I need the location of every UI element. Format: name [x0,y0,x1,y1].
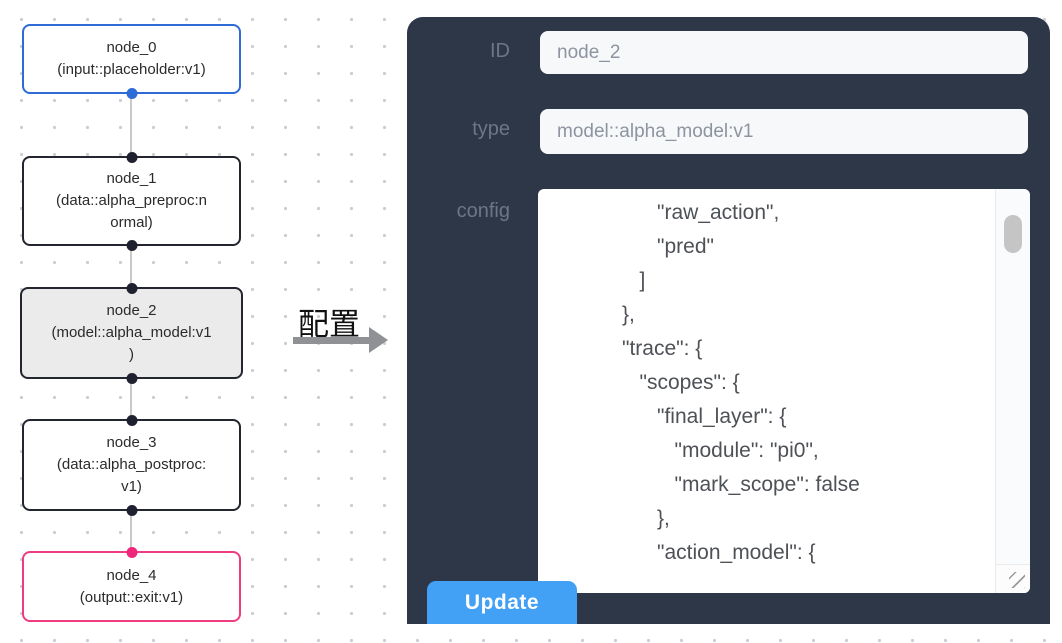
edge-node0-node1 [130,94,132,158]
config-textarea[interactable]: "raw_action", "pred" ] }, "trace": { "sc… [538,189,1030,593]
scrollbar-track[interactable] [995,189,1030,593]
input-port-icon[interactable] [126,546,137,558]
node-title: node_3 [106,434,157,451]
id-input[interactable] [540,31,1028,74]
output-port-icon[interactable] [126,87,137,99]
config-json-text: "raw_action", "pred" ] }, "trace": { "sc… [622,201,860,564]
type-input[interactable] [540,109,1028,154]
node-type-label: (data::alpha_preproc:n [56,192,207,209]
flow-node-node_4[interactable]: node_4 (output::exit:v1) [22,546,241,622]
output-port-icon[interactable] [126,239,137,251]
output-port-icon[interactable] [126,504,137,516]
right-arrow-head-icon [369,327,388,353]
config-field-label: config [456,200,510,222]
update-button[interactable]: Update [427,581,577,624]
edge-node2-node3 [130,378,132,421]
flow-node-node_1[interactable]: node_1 (data::alpha_preproc:n ormal) [22,151,241,251]
output-port-icon[interactable] [126,372,137,384]
node-type-label: (output::exit:v1) [79,588,184,606]
node-type-label: (data::alpha_postproc: [56,456,207,473]
node-title: node_1 [106,170,157,187]
right-arrow-icon [293,337,371,344]
node-type-label: (input::placeholder:v1) [57,61,206,78]
edge-node1-node2 [130,246,132,289]
input-port-icon[interactable] [126,151,137,163]
flow-node-node_2[interactable]: node_2 (model::alpha_model:v1 ) [20,282,243,384]
flow-node-node_3[interactable]: node_3 (data::alpha_postproc: v1) [22,414,241,516]
input-port-icon[interactable] [126,414,137,426]
node-title: node_2 [106,302,157,319]
configure-label: 配置 [298,307,360,342]
flow-node-node_0[interactable]: node_0 (input::placeholder:v1) [22,24,241,99]
node-title: node_0 [106,39,157,56]
resize-handle-icon[interactable] [1009,572,1025,588]
scrollbar-thumb[interactable] [1004,215,1022,253]
node-type-label: (model::alpha_model:v1 [51,324,212,341]
input-port-icon[interactable] [126,282,137,294]
scrollbar-corner [996,564,1030,593]
type-field-label: type [472,118,510,140]
edge-node3-node4 [130,510,132,553]
node-type-label: v1) [121,478,142,495]
node-type-label: ormal) [110,214,153,231]
node-type-label: ) [129,346,134,363]
id-field-label: ID [490,40,510,62]
node-title: node_4 [106,566,157,584]
